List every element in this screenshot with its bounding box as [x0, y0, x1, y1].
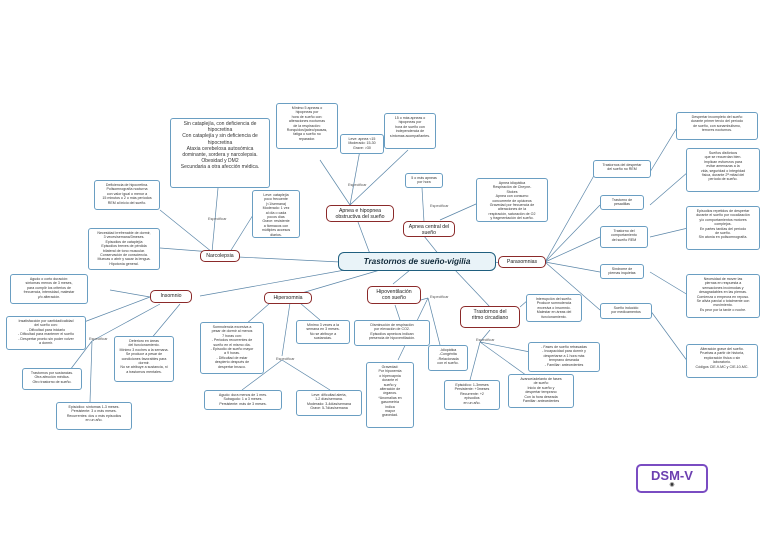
especificar-label: Especificar [89, 337, 108, 341]
especificar-label: Especificar [476, 338, 495, 342]
parasomnia-pesadillas-detail: Sueños disfóricos que se recuerdan bien.… [686, 148, 760, 192]
insomnio-criteria: Agudo o corto duración: síntomas menos d… [10, 274, 88, 304]
ritmo-fase-retrasada: - Fases de sueño retrasadas - Incapacida… [528, 342, 600, 372]
ritmo-adelanto: Avance/adelanto de fases de sueño Inicio… [508, 374, 574, 408]
parasomnia-nrem-detail: Despertar incompleto del sueño durante p… [676, 112, 758, 140]
ritmo-episodico: Episódico: 1-3meses Persistente: +3meses… [444, 380, 500, 410]
hub-hipoventilacion: Hipoventilación con sueño [367, 286, 421, 304]
narcolepsia-deficiency: Deficiencia de hipocretina. Polisomnogra… [94, 180, 160, 210]
hipoventilacion-severity: Gravedad: Por hipoxemia o hipercapnia du… [366, 362, 414, 428]
hub-ritmo-circadiano: Trastornos del ritmo circadiano [460, 306, 520, 328]
especificar-label: Especificar [348, 183, 367, 187]
apnea-severity: Leve: apnea <15 Moderado: 15-30 Grave: >… [340, 134, 384, 154]
especificar-label: Especificar [276, 357, 295, 361]
logo-text: DSM-V [651, 467, 693, 483]
apnea-central-types: Apnea idiopática Respiración de Cheyne- … [476, 178, 548, 222]
parasomnia-pesadillas: Trastorno de pesadillas [600, 195, 644, 210]
hipersomnia-spec-severity: Leve: dificultad alerta, 1-2 días/semana… [296, 390, 362, 416]
hub-apnea-central: Apnea central del sueño [403, 221, 455, 237]
hipersomnia-main: Somnolencia excesiva a pesar de dormir a… [200, 322, 264, 374]
narcolepsia-severity: Leve: cataplejía poco frecuente (<1/sema… [252, 190, 300, 238]
hub-insomnio: Insomnio [150, 290, 192, 303]
hipersomnia-frequency: Mínimo 3 veces a la semana en 3 meses. N… [296, 320, 350, 344]
apnea-central-frequency: 5 o más apneas por hora [405, 173, 443, 188]
narcolepsia-need-to-sleep: Necesidad irrefrenable de dormir, 3 vece… [88, 228, 160, 270]
insomnio-spec-duration: Episódico: síntomas 1-3 meses. Persisten… [56, 402, 132, 430]
parasomnia-piernas: Síndrome de piernas inquietas [600, 264, 644, 279]
especificar-label: Especificar [430, 204, 449, 208]
dsm-v-logo: DSM-V ◉ [636, 464, 708, 493]
brain-icon: ◉ [669, 481, 675, 488]
especificar-label: Especificar [208, 217, 227, 221]
hipersomnia-spec-duration: Agudo: dura menos de 1 mes. Subagudo: 1 … [204, 390, 282, 410]
hub-narcolepsia: Narcolepsia [200, 250, 240, 262]
insomnio-dissatisfaction: Insatisfacción por cantidad/calidad del … [6, 316, 86, 350]
hipoventilacion-main: Disminución de respiración por elevación… [354, 320, 430, 346]
parasomnia-nrem: Trastornos del despertar del sueño no RE… [593, 160, 651, 178]
hub-apnea-obstructiva: Apnea e hipopnea obstructiva del sueño [326, 205, 394, 222]
central-topic: Trastornos de sueño-vigilia [338, 252, 496, 271]
parasomnia-medicamentos: Sueño inducido por medicamentos [600, 303, 652, 319]
hub-parasomnias: Parasomnias [498, 256, 546, 268]
central-topic-label: Trastornos de sueño-vigilia [363, 257, 471, 266]
hub-hipersomnia: Hipersomnia [264, 292, 312, 304]
insomnio-spec-causes: Trastornos por sustancias. Otra afección… [22, 368, 82, 390]
parasomnia-medicamentos-detail: Alteración grave del sueño. Pruebas a pa… [686, 344, 758, 378]
hipoventilacion-types: -Idiopática -Congénita -Relacionada con … [428, 345, 468, 371]
parasomnia-rem: Trastorno del comportamiento del sueño R… [600, 226, 648, 248]
parasomnia-piernas-detail: Necesidad de mover las piernas en respue… [686, 274, 760, 318]
apnea-alternative: 15 o más apneas o hipopneas por hora de … [384, 113, 436, 149]
apnea-evidence: Mínimo 5 apneas o hipopneas por hora de … [276, 103, 338, 149]
parasomnia-rem-detail: Episodios repetidos de despertar durante… [686, 206, 760, 250]
ritmo-main: Interrupción del sueño. Produce somnolen… [526, 294, 582, 322]
especificar-label: Especificar [430, 295, 449, 299]
insomnio-detail: Deterioro en áreas del funcionamiento. M… [114, 336, 174, 382]
narcolepsia-specifiers: Sin cataplejía, con deficiencia de hipoc… [170, 118, 270, 188]
